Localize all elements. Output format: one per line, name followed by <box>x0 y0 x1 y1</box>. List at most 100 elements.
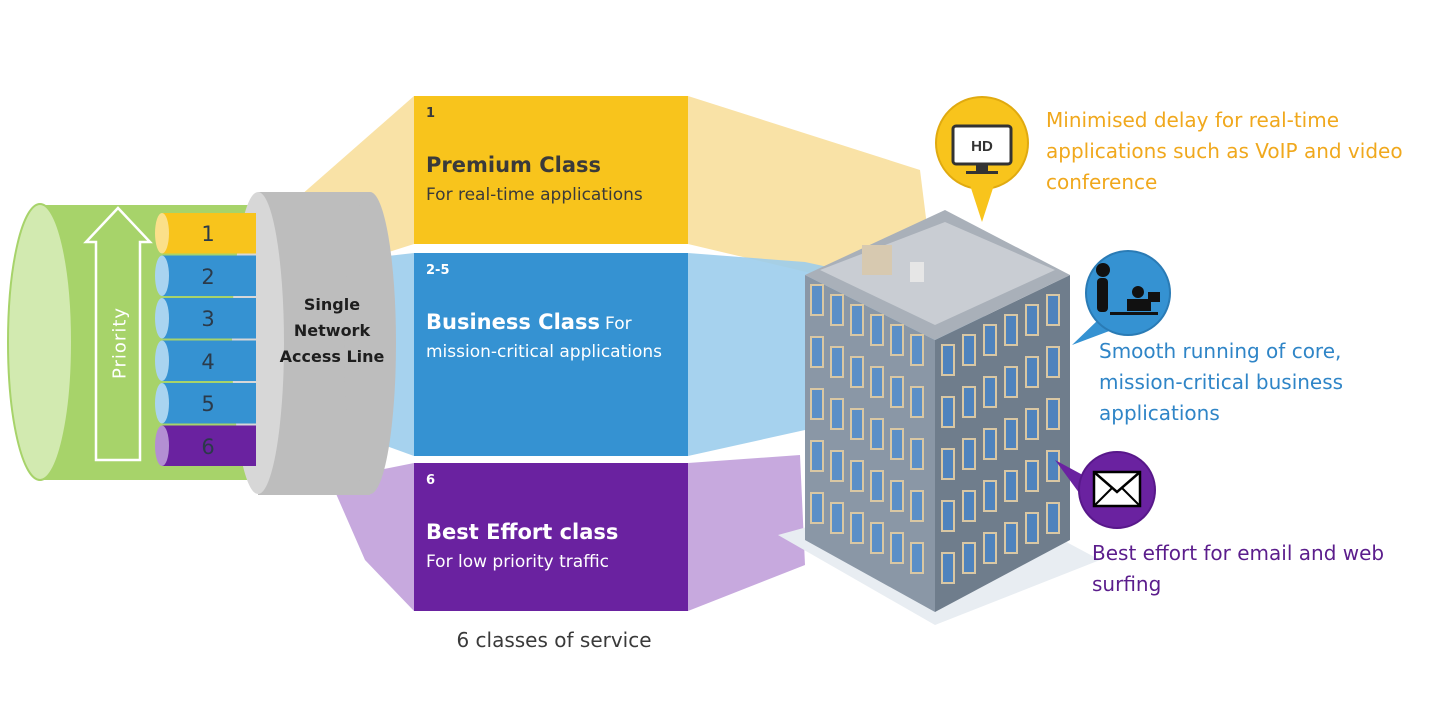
lane-4 <box>162 340 256 381</box>
business-class-box: 2-5 Business Class For mission-critical … <box>414 253 688 456</box>
window <box>1004 418 1018 450</box>
priority-label: Priority <box>109 306 131 380</box>
window <box>910 334 924 366</box>
besteffort-benefit-text: Best effort for email and web surfing <box>1092 541 1385 596</box>
business-class-desc: For mission-critical applications <box>426 314 662 362</box>
window <box>962 490 976 522</box>
window <box>962 386 976 418</box>
window <box>890 532 904 564</box>
besteffort-class-box: 6 Best Effort class For low priority tra… <box>414 463 688 611</box>
classes-caption: 6 classes of service <box>456 628 652 652</box>
window <box>1004 314 1018 346</box>
window <box>941 500 955 532</box>
lane-number-5: 5 <box>201 392 215 416</box>
window <box>890 428 904 460</box>
window <box>1004 522 1018 554</box>
lanes-group <box>155 213 256 466</box>
window <box>1025 304 1039 336</box>
business-class-name: Business Class <box>426 310 600 334</box>
window <box>850 356 864 388</box>
besteffort-class-name: Best Effort class <box>426 520 619 544</box>
window <box>850 460 864 492</box>
lane-number-6: 6 <box>201 434 215 459</box>
window <box>1046 502 1060 534</box>
business-people-icon <box>1072 250 1171 345</box>
window <box>830 346 844 378</box>
window <box>1004 366 1018 398</box>
besteffort-class-range: 6 <box>426 473 436 488</box>
window <box>1025 408 1039 440</box>
window <box>1004 470 1018 502</box>
window <box>1025 460 1039 492</box>
business-class-range: 2-5 <box>426 263 450 278</box>
lane-5 <box>162 383 256 424</box>
window <box>962 438 976 470</box>
window <box>850 304 864 336</box>
hd-label: HD <box>971 138 993 155</box>
window <box>910 386 924 418</box>
premium-benefit-text: Minimised delay for real-time applicatio… <box>1046 108 1403 194</box>
window <box>870 366 884 398</box>
access-line-label-3: Access Line <box>279 347 385 366</box>
window <box>1046 294 1060 326</box>
lane-cap-4 <box>155 340 169 381</box>
window <box>983 532 997 564</box>
premium-class-box: 1 Premium Class For real-time applicatio… <box>414 96 688 244</box>
window <box>810 492 824 524</box>
window <box>1046 450 1060 482</box>
lane-cap-6 <box>155 425 169 466</box>
window <box>910 542 924 574</box>
window <box>941 448 955 480</box>
window <box>870 314 884 346</box>
window <box>962 334 976 366</box>
priority-arrow <box>83 206 153 462</box>
window <box>810 284 824 316</box>
window <box>1046 398 1060 430</box>
window <box>1025 512 1039 544</box>
window <box>850 408 864 440</box>
window <box>962 542 976 574</box>
besteffort-class-desc: For low priority traffic <box>426 551 609 572</box>
window <box>830 294 844 326</box>
lane-cap-2 <box>155 255 169 296</box>
window <box>1046 346 1060 378</box>
window <box>870 522 884 554</box>
building-windows <box>810 284 1060 584</box>
access-line-label: Single Network Access Line <box>268 292 396 370</box>
lane-2 <box>162 255 256 296</box>
window <box>830 450 844 482</box>
window <box>1025 356 1039 388</box>
window <box>910 438 924 470</box>
access-line-label-2: Network <box>293 321 371 340</box>
lane-cap-5 <box>155 383 169 424</box>
besteffort-funnel <box>330 463 414 611</box>
access-line-label-1: Single <box>303 295 361 314</box>
window <box>890 480 904 512</box>
window <box>810 388 824 420</box>
lane-number-2: 2 <box>201 264 215 289</box>
window <box>870 470 884 502</box>
envelope-icon <box>1055 451 1156 529</box>
window <box>983 428 997 460</box>
window <box>890 376 904 408</box>
window <box>983 376 997 408</box>
window <box>830 502 844 534</box>
window <box>810 440 824 472</box>
hd-monitor-icon <box>935 96 1029 222</box>
window <box>941 344 955 376</box>
lane-cap-3 <box>155 298 169 339</box>
lane-3 <box>162 298 256 339</box>
lane-1 <box>162 213 256 254</box>
premium-class-name: Premium Class <box>426 153 601 177</box>
lane-number-3: 3 <box>201 307 215 331</box>
lane-6 <box>162 425 256 466</box>
window <box>941 396 955 428</box>
window <box>830 398 844 430</box>
window <box>983 324 997 356</box>
window <box>890 324 904 356</box>
window <box>850 512 864 544</box>
besteffort-funnel-right <box>688 455 805 611</box>
lane-cap-1 <box>155 213 169 254</box>
premium-class-desc: For real-time applications <box>426 184 643 205</box>
